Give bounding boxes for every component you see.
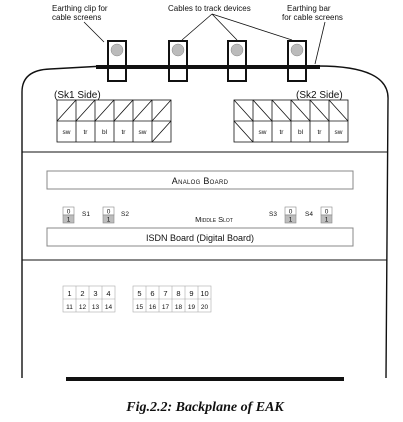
- sk2-terminal-labels: sw tr bl tr sw: [259, 129, 343, 136]
- port-number: 18: [175, 304, 183, 311]
- svg-text:S4: S4: [305, 211, 313, 218]
- callout-earthing-bar: Earthing bar for cable screens: [282, 4, 343, 22]
- port-labels-left: 1 2 3 4 11 12 13 14: [66, 289, 112, 311]
- svg-text:1: 1: [325, 217, 329, 224]
- terminal-label: tr: [318, 129, 323, 136]
- port-number: 13: [92, 304, 100, 311]
- svg-text:0: 0: [325, 209, 329, 216]
- port-labels-right: 5 6 7 8 9 10 15 16 17 18 19 20: [136, 289, 209, 311]
- dip-switch-s3: S3 0 1: [269, 206, 297, 224]
- analog-board-label: Analog Board: [172, 176, 229, 186]
- sk1-side-label: (Sk1 Side): [54, 90, 101, 101]
- port-number: 1: [67, 289, 71, 298]
- callout-cables: Cables to track devices: [168, 4, 251, 13]
- port-number: 17: [162, 304, 170, 311]
- svg-text:0: 0: [289, 209, 293, 216]
- callout-leaders: [83, 13, 326, 65]
- dip-switch-s1: 0 1 S1: [62, 206, 90, 224]
- svg-text:0: 0: [67, 209, 71, 216]
- port-number: 9: [189, 289, 193, 298]
- port-number: 20: [201, 304, 209, 311]
- svg-text:1: 1: [67, 217, 71, 224]
- earthing-clip: [107, 40, 127, 82]
- svg-text:cable screens: cable screens: [52, 13, 101, 22]
- sk2-terminal-block: [233, 99, 349, 143]
- port-number: 10: [200, 289, 208, 298]
- terminal-label: sw: [139, 129, 147, 136]
- port-number: 12: [79, 304, 87, 311]
- svg-text:0: 0: [107, 209, 111, 216]
- terminal-label: bl: [102, 129, 108, 136]
- port-number: 19: [188, 304, 196, 311]
- port-number: 5: [137, 289, 141, 298]
- svg-text:S1: S1: [82, 211, 90, 218]
- port-number: 3: [93, 289, 97, 298]
- port-number: 16: [149, 304, 157, 311]
- svg-text:1: 1: [107, 217, 111, 224]
- port-number: 11: [66, 304, 73, 311]
- earthing-clip: [168, 40, 188, 82]
- terminal-label: tr: [122, 129, 127, 136]
- port-number: 14: [105, 304, 113, 311]
- isdn-board-label: ISDN Board (Digital Board): [146, 233, 254, 243]
- svg-text:S2: S2: [121, 211, 129, 218]
- port-number: 15: [136, 304, 144, 311]
- dip-switch-s4: S4 0 1: [305, 206, 333, 224]
- sk1-terminal-labels: sw tr bl tr sw: [63, 129, 147, 136]
- terminal-label: sw: [259, 129, 267, 136]
- svg-text:Earthing clip for: Earthing clip for: [52, 4, 108, 13]
- callout-earthing-clip: Earthing clip for cable screens: [52, 4, 108, 22]
- svg-text:S3: S3: [269, 211, 277, 218]
- terminal-label: tr: [84, 129, 89, 136]
- terminal-label: sw: [63, 129, 71, 136]
- earthing-clip: [227, 40, 247, 82]
- middle-slot-label: Middle Slot: [195, 215, 233, 224]
- svg-text:1: 1: [289, 217, 293, 224]
- earthing-clip: [287, 40, 307, 82]
- port-number: 7: [163, 289, 167, 298]
- port-number: 4: [106, 289, 110, 298]
- terminal-label: bl: [298, 129, 304, 136]
- dip-switch-s2: 0 1 S2: [102, 206, 129, 224]
- port-grid-left: [62, 285, 116, 313]
- terminal-label: tr: [280, 129, 285, 136]
- sk1-terminal-block: [56, 99, 172, 143]
- port-grid-right: [132, 285, 212, 313]
- svg-text:Earthing bar: Earthing bar: [287, 4, 331, 13]
- analog-board: [46, 170, 354, 190]
- svg-text:for cable screens: for cable screens: [282, 13, 343, 22]
- isdn-board: [46, 227, 354, 247]
- port-number: 6: [150, 289, 154, 298]
- port-number: 2: [80, 289, 84, 298]
- terminal-label: sw: [335, 129, 343, 136]
- figure-caption: Fig.2.2: Backplane of EAK: [125, 400, 285, 415]
- port-number: 8: [176, 289, 180, 298]
- sk2-side-label: (Sk2 Side): [296, 90, 343, 101]
